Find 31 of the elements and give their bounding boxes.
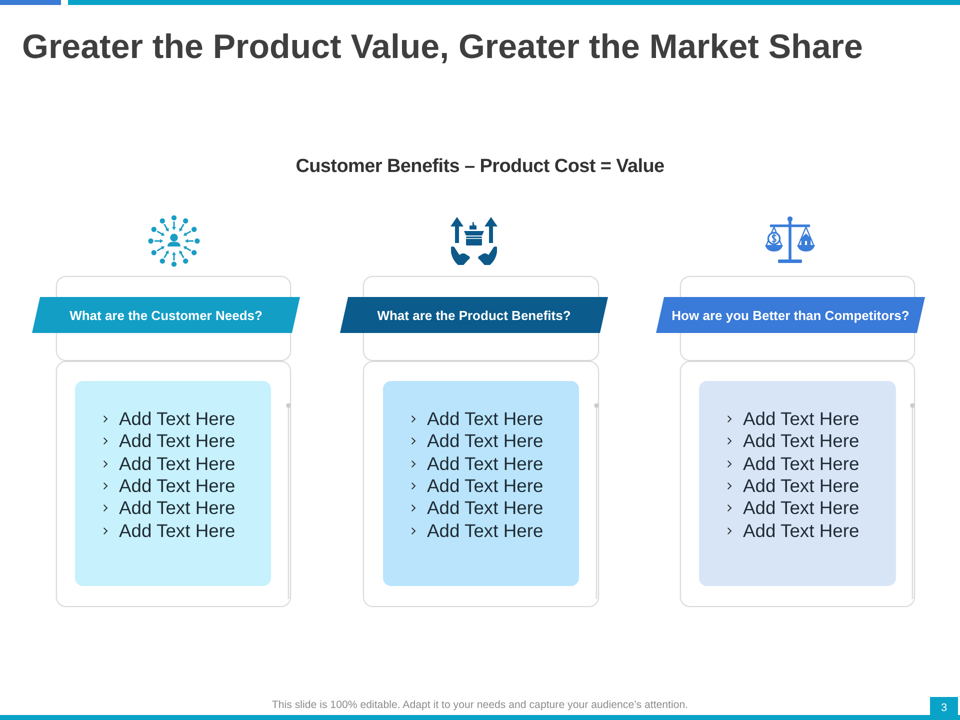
question-banner: How are you Better than Competitors? xyxy=(656,297,925,333)
list-item-text: Add Text Here xyxy=(427,430,544,452)
list-item-text: Add Text Here xyxy=(743,430,860,452)
text-panel xyxy=(383,381,579,586)
list-item-text: Add Text Here xyxy=(427,452,544,475)
list-item-text: Add Text Here xyxy=(119,430,236,452)
list-item-text: Add Text Here xyxy=(743,408,860,430)
formula-heading: Customer Benefits – Product Cost = Value xyxy=(296,155,664,179)
question-banner: What are the Product Benefits? xyxy=(340,297,608,333)
question-banner: What are the Customer Needs? xyxy=(32,297,300,333)
slide-title: Greater the Product Value, Greater the Market Share xyxy=(22,27,863,67)
list-item-text: Add Text Here xyxy=(119,520,236,542)
list-item-text: Add Text Here xyxy=(743,475,860,498)
list-item-text: Add Text Here xyxy=(119,452,236,475)
list-item-text: Add Text Here xyxy=(427,497,544,520)
list-item-text: Add Text Here xyxy=(119,408,236,430)
list-item-text: Add Text Here xyxy=(743,452,860,475)
list-item-text: Add Text Here xyxy=(119,497,236,520)
card-frame xyxy=(680,361,915,607)
footer-note: This slide is 100% editable. Adapt it to your needs and capture your audience’s attention. xyxy=(272,699,688,711)
list-item-text: Add Text Here xyxy=(427,520,544,542)
page-number: 3 xyxy=(930,697,958,718)
list-item-text: Add Text Here xyxy=(427,408,544,430)
list-item-text: Add Text Here xyxy=(427,475,544,498)
text-panel xyxy=(699,381,896,586)
list-item-text: Add Text Here xyxy=(119,475,236,498)
card-frame xyxy=(363,361,599,607)
list-item-text: Add Text Here xyxy=(743,520,860,542)
card-frame xyxy=(56,361,291,607)
list-item-text: Add Text Here xyxy=(743,497,860,520)
text-panel xyxy=(75,381,271,586)
